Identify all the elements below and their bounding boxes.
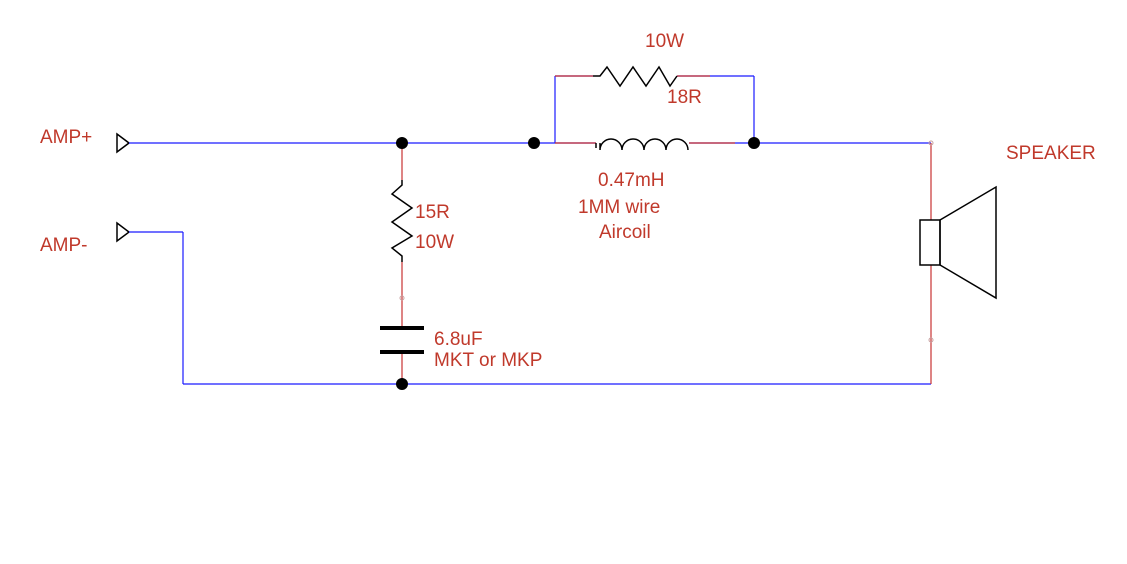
inductor-type-label: Aircoil [599,222,651,243]
speaker-magnet-icon [919,219,941,266]
capacitor-type-label: MKT or MKP [434,350,542,371]
speaker-label: SPEAKER [1006,143,1096,164]
amp-minus-label: AMP- [40,235,88,256]
junction-node-2 [528,137,540,149]
shunt-pin [399,295,405,301]
inductor-wire-label: 1MM wire [578,197,660,218]
parallel-resistor-icon [593,65,678,88]
junction-node-1 [396,137,408,149]
speaker-cone-icon [939,185,997,300]
capacitor-plate-top-icon [380,326,424,330]
speaker-pin-top [928,140,934,146]
parallel-resistor-value-label: 18R [667,87,702,108]
amp-plus-terminal-icon [116,132,131,154]
junction-node-4 [396,378,408,390]
speaker-pin-bottom [928,337,934,343]
inductor-value-label: 0.47mH [598,170,665,191]
capacitor-plate-bottom-icon [380,350,424,354]
junction-node-3 [748,137,760,149]
amp-plus-label: AMP+ [40,127,92,148]
parallel-resistor-power-label: 10W [645,31,684,52]
shunt-resistor-icon [390,180,414,262]
amp-minus-terminal-icon [116,221,131,243]
inductor-icon [595,138,689,151]
capacitor-value-label: 6.8uF [434,329,483,350]
shunt-resistor-power-label: 10W [415,232,454,253]
shunt-resistor-value-label: 15R [415,202,450,223]
